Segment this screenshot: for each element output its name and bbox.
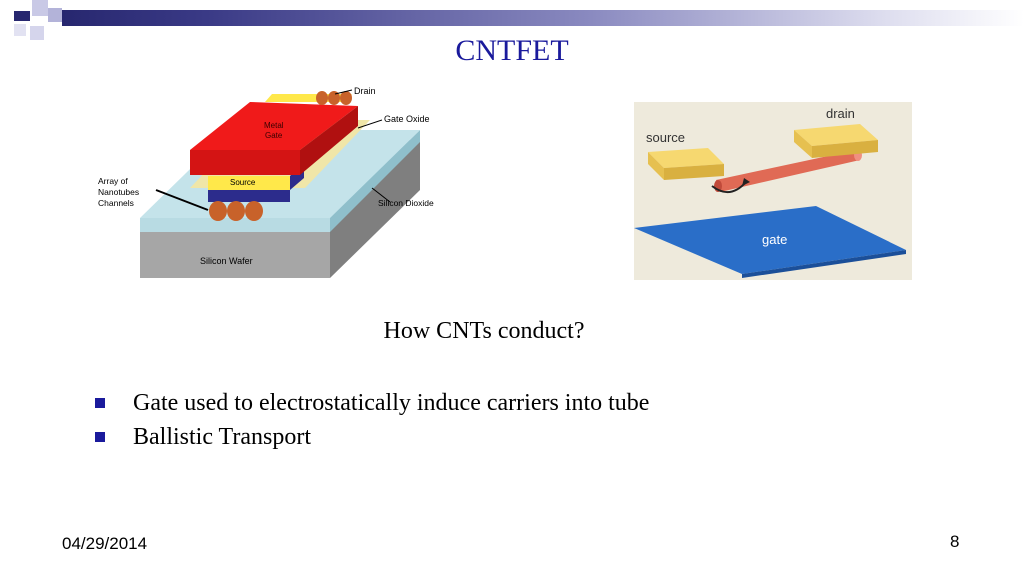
leader-line xyxy=(357,119,383,129)
nanotube xyxy=(328,91,340,105)
silicon-wafer-side xyxy=(330,140,420,278)
nanotube xyxy=(245,201,263,221)
drain-pad-front xyxy=(812,140,878,158)
nanotube xyxy=(316,91,328,105)
source-block-front xyxy=(208,176,290,190)
header-decoration xyxy=(0,0,1024,46)
square-bullet-icon xyxy=(95,398,105,408)
leader-line xyxy=(155,189,209,211)
label-metal-gate-1: Metal xyxy=(264,121,284,130)
slide-title: CNTFET xyxy=(455,34,569,67)
header-square-light xyxy=(30,26,44,40)
label-silicon-wafer: Silicon Wafer xyxy=(200,256,253,266)
gate-plane-edge xyxy=(742,250,906,278)
metal-gate-front xyxy=(190,150,300,175)
label-gate-oxide: Gate Oxide xyxy=(384,114,430,124)
metal-gate-top xyxy=(190,102,358,150)
list-item: Ballistic Transport xyxy=(93,420,649,454)
metal-gate-side xyxy=(300,106,358,175)
silicon-dioxide-side xyxy=(330,130,420,232)
label-array-3: Channels xyxy=(98,198,134,208)
source-pad-top xyxy=(648,148,724,168)
nanotube xyxy=(227,201,245,221)
bullet-text: Ballistic Transport xyxy=(133,424,312,450)
gate-plane xyxy=(634,206,906,274)
label-silicon-dioxide: Silicon Dioxide xyxy=(378,198,434,208)
nanotube xyxy=(209,201,227,221)
header-gradient-bar xyxy=(62,10,1024,26)
list-item: Gate used to electrostatically induce ca… xyxy=(93,386,649,420)
arrow-head xyxy=(742,178,750,186)
source-block-lower xyxy=(208,190,290,202)
header-square-light xyxy=(48,8,62,22)
label-source: source xyxy=(646,130,685,145)
nanotube xyxy=(340,91,352,105)
header-square-light xyxy=(14,24,26,36)
drain-pad-side xyxy=(794,130,812,158)
footer-date: 04/29/2014 xyxy=(62,534,148,553)
label-array-1: Array of xyxy=(98,176,128,186)
bullet-list: Gate used to electrostatically induce ca… xyxy=(93,386,649,454)
nanotube-body xyxy=(716,150,860,192)
label-source: Source xyxy=(230,178,256,187)
page-number: 8 xyxy=(950,532,960,551)
cnt-gate-diagram: source drain gate xyxy=(634,102,912,280)
header-square-light xyxy=(32,0,48,16)
cntfet-structure-diagram: Drain Gate Oxide Metal Gate Source Array… xyxy=(98,86,434,278)
source-pad-front xyxy=(664,164,724,180)
label-array-2: Nanotubes xyxy=(98,187,139,197)
label-drain: Drain xyxy=(354,86,376,96)
leader-line xyxy=(371,187,391,203)
drain-pad-top xyxy=(794,124,878,146)
label-metal-gate-2: Gate xyxy=(265,131,283,140)
silicon-dioxide-front xyxy=(140,218,330,232)
label-drain: drain xyxy=(826,106,855,121)
square-bullet-icon xyxy=(95,432,105,442)
silicon-wafer-front xyxy=(140,230,330,278)
header-square-dark xyxy=(14,11,30,21)
bullet-text: Gate used to electrostatically induce ca… xyxy=(133,390,650,416)
label-gate: gate xyxy=(762,232,787,247)
source-pad-side xyxy=(648,152,664,180)
slide-subtitle: How CNTs conduct? xyxy=(383,318,585,344)
leader-line xyxy=(334,89,353,95)
